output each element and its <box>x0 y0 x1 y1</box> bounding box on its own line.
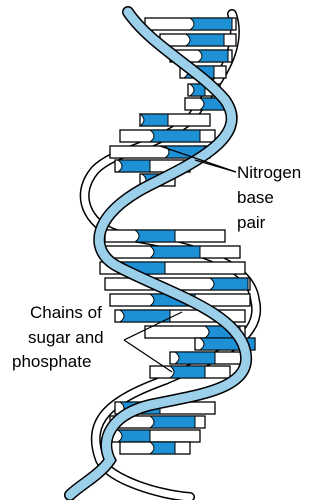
base-pair-blue-block-7 <box>140 114 168 126</box>
nitrogen-label-line-3: pair <box>237 213 266 232</box>
base-pair-blue-block-12 <box>135 230 175 242</box>
base-pair-blue-block-8 <box>150 130 200 142</box>
leader-line-chains-2 <box>124 340 172 372</box>
base-pair-blue-block-24 <box>118 430 150 442</box>
chains-label-line-1: Chains of <box>30 303 102 322</box>
base-pair-blue-block-25 <box>150 442 175 454</box>
base-pair-blue-block-17 <box>120 310 170 322</box>
base-pair-blue-block-21 <box>170 366 205 378</box>
base-pair-blue-block-3 <box>198 50 228 62</box>
base-pair-blue-block-15 <box>210 278 248 290</box>
nitrogen-label-line-2: base <box>237 188 274 207</box>
base-pair-blue-block-13 <box>150 246 200 258</box>
chains-label-line-3: phosphate <box>12 352 91 371</box>
leader-line-nitrogen-2 <box>195 160 236 172</box>
base-pair-blue-block-2 <box>186 34 224 46</box>
nitrogen-label-line-1: Nitrogen <box>237 163 301 182</box>
base-pair-blue-block-10 <box>118 160 150 172</box>
base-pair-blue-block-20 <box>175 352 215 364</box>
base-pair-blue-block-23 <box>150 416 195 428</box>
base-pair-blue-block-1 <box>190 18 232 30</box>
chains-label-line-2: sugar and <box>28 328 104 347</box>
